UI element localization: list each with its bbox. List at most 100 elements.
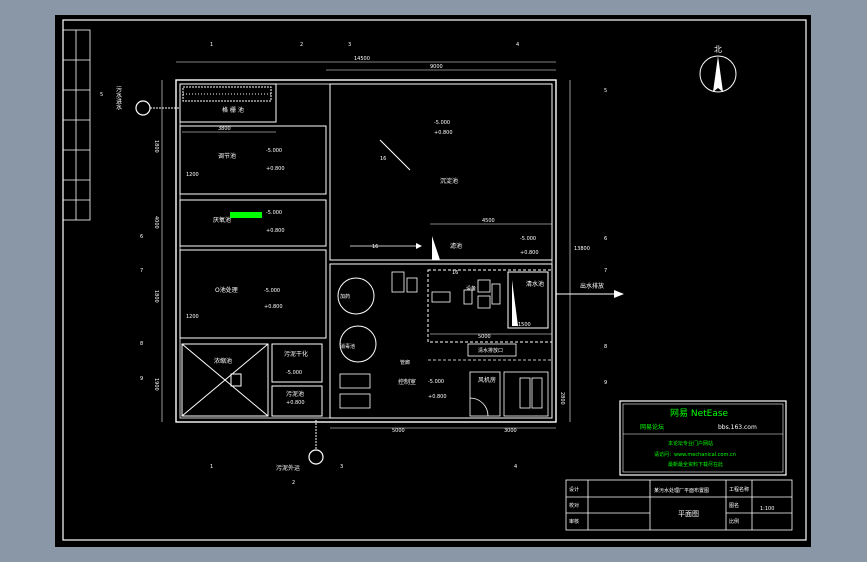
svg-text:-5.000: -5.000 [264,288,280,294]
titleblock-drawing-name: 平面图 [678,510,699,518]
slope-label-a: 16 [380,156,386,162]
room-anaerobic [179,199,327,247]
logo-title: 网易 NetEase [670,408,729,419]
sludge-manhole [308,449,324,465]
label-thickener: 浓缩池 [214,357,232,365]
dim-bottom-2: 3000 [504,428,517,434]
logo-line1: 本论坛专业门户网站 [668,440,713,447]
svg-text:3: 3 [340,464,343,470]
dim-left-2: 4000 [153,216,159,229]
logo-box [619,400,787,476]
slope-label-b: 16 [372,244,378,250]
elevation-marks: -5.000 +0.800 -5.000 +0.800 -5.000 +0.80… [264,120,539,406]
svg-text:6: 6 [604,236,607,242]
svg-text:+0.800: +0.800 [266,166,285,172]
dim-5000-inner: 5000 [478,334,491,340]
room-regulating [179,125,327,195]
highlight-bar [230,212,262,218]
svg-text:+0.800: +0.800 [264,304,283,310]
svg-text:7: 7 [604,268,607,274]
svg-text:4: 4 [514,464,517,470]
svg-text:-5.000: -5.000 [266,210,282,216]
dim-top-total: 14500 [354,56,370,62]
dim-bottom-1: 5000 [392,428,405,434]
dim-1200-a: 1200 [186,172,199,178]
svg-text:-5.000: -5.000 [434,120,450,126]
slope-label-c: 16 [452,270,458,276]
svg-text:比例: 比例 [729,518,739,525]
dim-1200-b: 1200 [186,314,199,320]
grid-labels-top: 1 2 3 4 [210,42,519,48]
room-grille [179,83,277,123]
svg-text:9: 9 [604,380,607,386]
svg-text:-5.000: -5.000 [520,236,536,242]
svg-text:7: 7 [140,268,143,274]
label-sludge-dry: 污泥干化 [284,350,308,358]
logo-line3: 最新最全资料下载尽在此 [668,461,723,468]
label-anaerobic: 厌氧池 [213,216,231,224]
label-sludge-tank: 污泥池 [286,390,304,398]
label-pump: 风机房 [478,376,496,384]
slope-triangle-b [512,280,518,326]
dim-inner-top: 3800 [218,126,231,132]
label-clear-water: 清水池 [526,280,544,288]
revision-strip [62,29,91,221]
outlet-canal-box [467,343,517,357]
svg-text:设计: 设计 [569,486,579,493]
outer-frame [62,19,807,541]
room-sludge-dry [271,343,323,417]
grid-labels-right: 5 6 7 8 9 [604,88,607,386]
svg-text:2: 2 [300,42,303,48]
svg-text:+0.800: +0.800 [286,400,305,406]
dim-left-3: 1800 [153,290,159,303]
dimension-lines [161,61,571,429]
label-filter: 滤池 [450,242,462,250]
label-dosing: 加药 [340,293,350,300]
label-pipe-gallery: 管廊 [400,359,410,366]
dim-right-small: 2800 [559,392,565,405]
north-arrow-icon [699,55,737,93]
door-arc [469,397,489,417]
svg-text:9: 9 [140,376,143,382]
label-grille: 格 栅 池 [222,106,244,114]
svg-text:校对: 校对 [569,502,579,509]
svg-text:6: 6 [140,234,143,240]
svg-text:8: 8 [604,344,607,350]
svg-text:3: 3 [348,42,351,48]
label-control: 控制室 [398,378,416,386]
svg-text:5: 5 [604,88,607,94]
svg-text:8: 8 [140,341,143,347]
svg-text:工程名称: 工程名称 [729,486,749,493]
dim-top-right: 9000 [430,64,443,70]
label-aerobic: O池处理 [215,286,238,294]
label-outlet: 出水排放 [580,282,604,290]
svg-text:图名: 图名 [729,502,739,509]
outlet-arrow-icon [614,290,624,298]
dim-right-total: 13800 [574,246,590,252]
room-thickener [181,343,269,417]
dim-left-4: 1900 [153,378,159,391]
room-big-tank [329,83,553,261]
svg-text:+0.800: +0.800 [520,250,539,256]
label-sludge-out: 污泥外运 [276,464,300,472]
svg-text:+0.800: +0.800 [434,130,453,136]
dim-1500: 1500 [518,322,531,328]
label-regulating: 调节池 [218,152,236,160]
titleblock-scale: 1:100 [760,506,774,512]
label-big-tank: 沉淀池 [440,177,458,185]
svg-text:-5.000: -5.000 [266,148,282,154]
svg-text:+0.800: +0.800 [266,228,285,234]
room-clear-water [329,263,553,419]
svg-text:2: 2 [292,480,295,486]
logo-left: 网易论坛 [640,423,664,431]
grid-labels-left: 5 6 7 8 9 [100,92,143,382]
label-inlet: 污水进水 [115,85,122,110]
slope-triangle-a [432,236,440,260]
round-tank-a [337,277,375,315]
dim-left-1: 1800 [153,140,159,153]
logo-line2: 请访问：www.mechanical.com.cn [654,451,736,458]
label-equip-a: 设备 [466,285,476,292]
svg-text:+0.800: +0.800 [428,394,447,400]
equipment-boxes [339,271,549,417]
